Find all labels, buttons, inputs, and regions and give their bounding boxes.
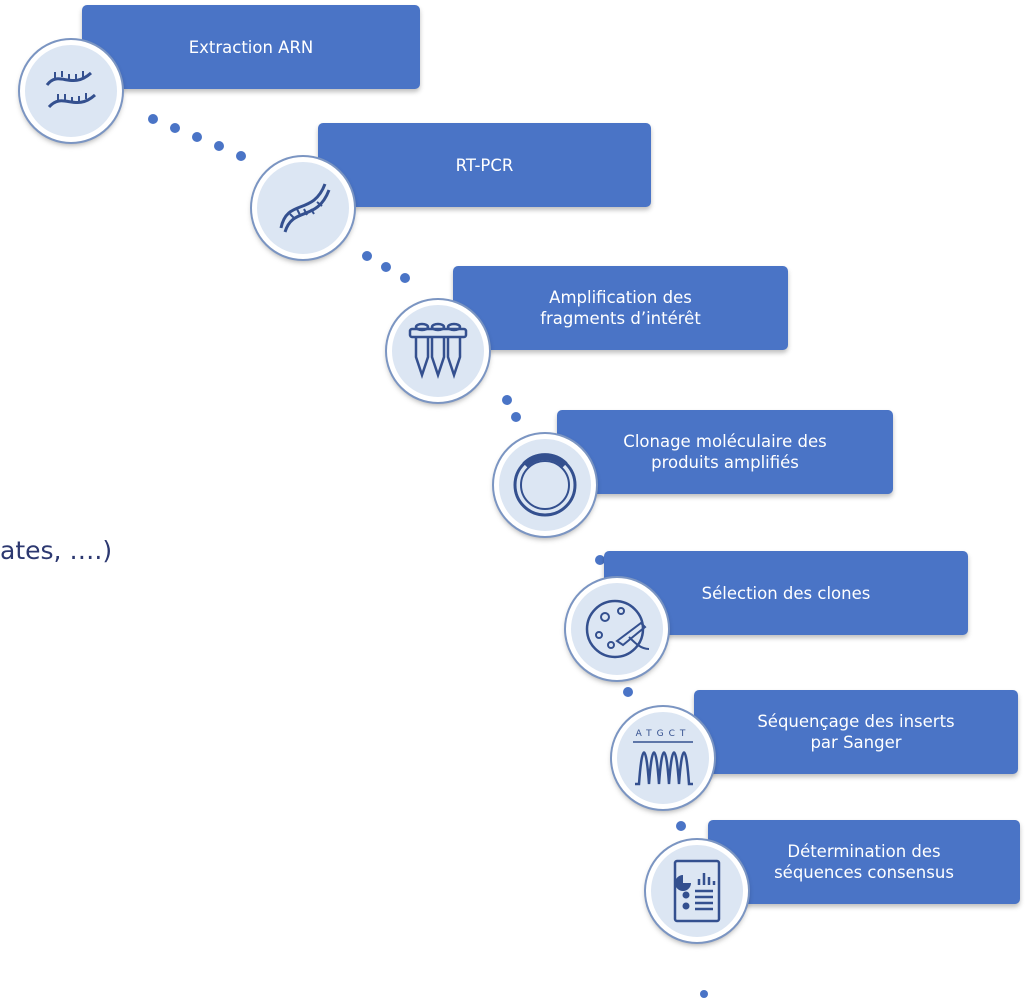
connector-dot <box>676 821 686 831</box>
step-icon-circle <box>646 840 748 942</box>
side-caption-fragment: ates, ….) <box>0 536 113 565</box>
connector-dot <box>170 123 180 133</box>
step-icon-circle: ATGCT <box>612 707 714 809</box>
chromatogram-letters: ATGCT <box>636 729 691 739</box>
connector-dot <box>511 412 521 422</box>
step-label: Détermination des séquences consensus <box>774 842 954 882</box>
connector-dot <box>623 687 633 697</box>
step-icon-circle <box>566 578 668 680</box>
rna-strand-icon <box>45 71 97 109</box>
plasmid-ring-icon <box>513 453 577 517</box>
step-icon-circle <box>387 300 489 402</box>
connector-dot <box>595 555 605 565</box>
connector-dot <box>214 141 224 151</box>
connector-dot <box>362 251 372 261</box>
step-box-extraction-arn: Extraction ARN <box>82 5 420 89</box>
connector-dot <box>502 395 512 405</box>
chromatogram-atgct-icon: ATGCT <box>633 729 693 786</box>
connector-dot <box>236 151 246 161</box>
connector-dot <box>400 273 410 283</box>
connector-dot <box>381 262 391 272</box>
step-box-amplification: Amplification des fragments d’intérêt <box>453 266 788 350</box>
step-label: Clonage moléculaire des produits amplifi… <box>623 432 827 472</box>
step-icon-circle <box>252 157 354 259</box>
step-icon-circle <box>494 434 596 536</box>
step-box-rt-pcr: RT-PCR <box>318 123 651 207</box>
step-box-determination: Détermination des séquences consensus <box>708 820 1020 904</box>
step-label: Amplification des fragments d’intérêt <box>540 288 701 328</box>
step-box-clonage: Clonage moléculaire des produits amplifi… <box>557 410 893 494</box>
step-label: Séquençage des inserts par Sanger <box>757 712 955 752</box>
pcr-tubes-icon <box>408 322 468 379</box>
step-box-sequencage: Séquençage des inserts par Sanger <box>694 690 1018 774</box>
step-icon-circle <box>20 40 122 142</box>
dna-strand-icon <box>279 183 331 233</box>
connector-dot <box>192 132 202 142</box>
step-label: RT-PCR <box>455 155 514 175</box>
report-document-icon <box>673 859 721 923</box>
connector-dot <box>148 114 158 124</box>
step-label: Extraction ARN <box>188 37 314 57</box>
connector-dot <box>700 990 708 998</box>
petri-dish-hand-icon <box>585 599 650 659</box>
step-label: Sélection des clones <box>701 583 871 603</box>
